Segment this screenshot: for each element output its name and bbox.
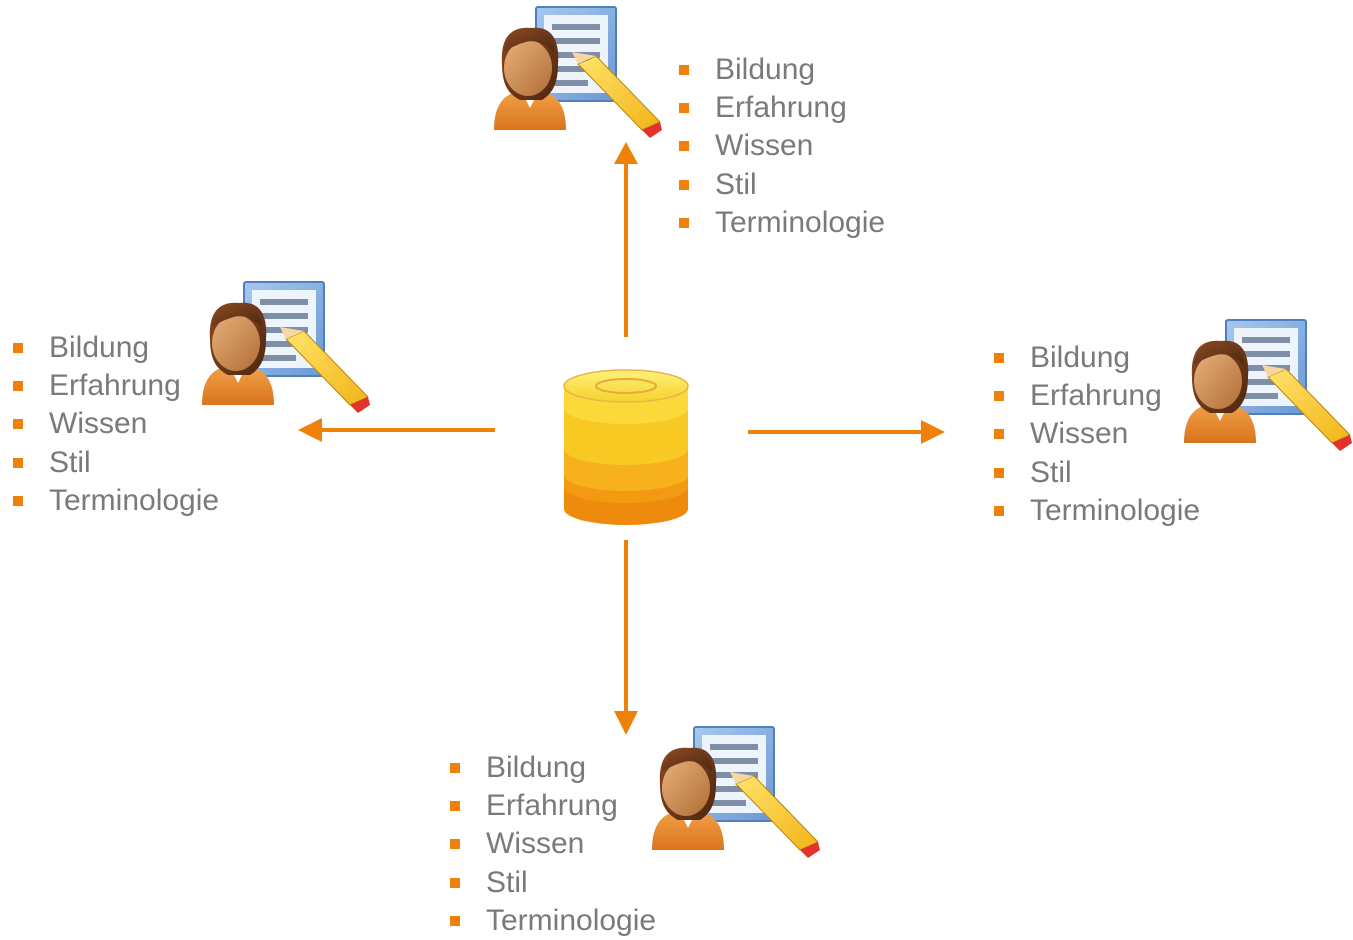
bullet-square-icon — [13, 495, 23, 506]
bullet-square-icon — [679, 179, 689, 190]
list-item: Stil — [679, 166, 885, 204]
attribute-list-left: Bildung Erfahrung Wissen Stil Terminolog… — [13, 329, 219, 520]
bullet-square-icon — [994, 391, 1004, 402]
list-item: Bildung — [13, 329, 219, 367]
bullet-square-icon — [450, 915, 460, 926]
list-item: Erfahrung — [679, 89, 885, 127]
arrow-to-bottom — [614, 540, 638, 735]
list-item: Wissen — [994, 415, 1200, 453]
bullet-square-icon — [13, 457, 23, 468]
list-item: Stil — [994, 454, 1200, 492]
list-item: Terminologie — [679, 204, 885, 242]
attribute-list-bottom: Bildung Erfahrung Wissen Stil Terminolog… — [450, 749, 656, 940]
list-item: Bildung — [450, 749, 656, 787]
writer-icon-right — [1184, 319, 1352, 451]
list-item: Erfahrung — [994, 377, 1200, 415]
attribute-list-right: Bildung Erfahrung Wissen Stil Terminolog… — [994, 339, 1200, 530]
author-editing-document-icon — [202, 281, 370, 413]
bullet-square-icon — [679, 217, 689, 228]
list-item: Bildung — [679, 51, 885, 89]
writer-icon-left — [202, 281, 370, 413]
bullet-square-icon — [994, 467, 1004, 478]
author-editing-document-icon — [1184, 319, 1352, 451]
list-item: Erfahrung — [13, 367, 219, 405]
arrow-to-top — [614, 142, 638, 337]
list-item: Wissen — [679, 127, 885, 165]
list-item: Stil — [13, 444, 219, 482]
writer-icon-bottom — [652, 726, 820, 858]
list-item: Terminologie — [994, 492, 1200, 530]
bullet-square-icon — [450, 877, 460, 888]
writer-icon-top — [494, 6, 662, 138]
author-editing-document-icon — [494, 6, 662, 138]
attribute-list-top: Bildung Erfahrung Wissen Stil Terminolog… — [679, 51, 885, 242]
bullet-square-icon — [13, 381, 23, 392]
bullet-square-icon — [450, 801, 460, 812]
bullet-square-icon — [679, 103, 689, 114]
list-item: Erfahrung — [450, 787, 656, 825]
list-item: Bildung — [994, 339, 1200, 377]
list-item: Terminologie — [13, 482, 219, 520]
list-item: Wissen — [13, 405, 219, 443]
bullet-square-icon — [679, 65, 689, 75]
list-item: Stil — [450, 864, 656, 902]
list-item: Terminologie — [450, 902, 656, 940]
bullet-square-icon — [13, 419, 23, 430]
database-icon — [563, 369, 689, 525]
bullet-square-icon — [450, 763, 460, 773]
bullet-square-icon — [450, 839, 460, 850]
arrow-to-left — [298, 418, 495, 442]
bullet-square-icon — [994, 353, 1004, 363]
bullet-square-icon — [994, 429, 1004, 440]
arrow-to-right — [748, 420, 945, 444]
author-editing-document-icon — [652, 726, 820, 858]
bullet-square-icon — [13, 343, 23, 353]
bullet-square-icon — [994, 505, 1004, 516]
bullet-square-icon — [679, 141, 689, 152]
list-item: Wissen — [450, 825, 656, 863]
